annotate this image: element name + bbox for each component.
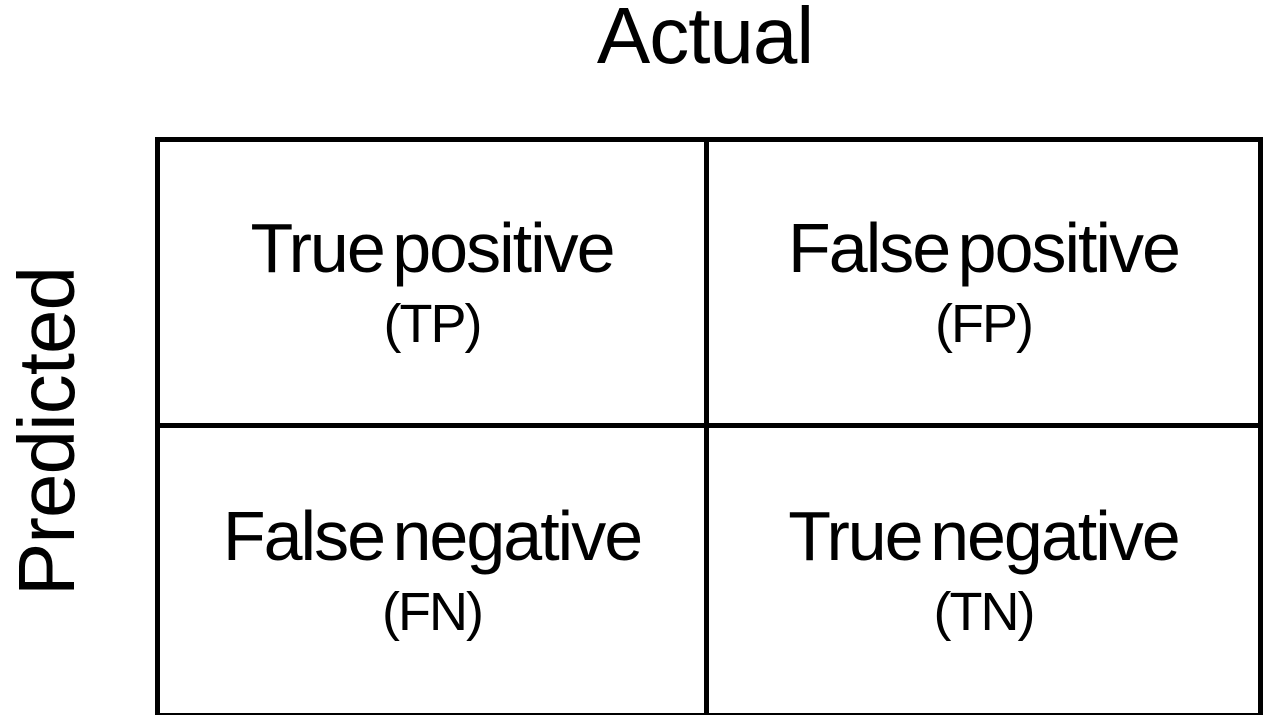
matrix-grid: True positive (TP) False positive (FP) F… — [155, 137, 1263, 715]
cell-true-positive: True positive (TP) — [160, 142, 709, 428]
cell-true-negative-label: True negative — [788, 497, 1180, 576]
cell-false-negative-label: False negative — [222, 497, 643, 576]
column-axis-label-actual: Actual — [596, 0, 814, 80]
cell-true-negative: True negative (TN) — [709, 427, 1258, 713]
cell-true-positive-abbr: (TP) — [383, 294, 483, 355]
cell-false-negative: False negative (FN) — [160, 427, 709, 713]
cell-true-positive-label: True positive — [250, 209, 615, 288]
cell-false-negative-abbr: (FN) — [382, 582, 484, 643]
cell-false-positive-label: False positive — [788, 209, 1181, 288]
cell-true-negative-abbr: (TN) — [933, 582, 1036, 643]
cell-false-positive: False positive (FP) — [709, 142, 1258, 428]
row-axis-label-predicted: Predicted — [2, 267, 91, 596]
cell-false-positive-abbr: (FP) — [935, 294, 1034, 355]
